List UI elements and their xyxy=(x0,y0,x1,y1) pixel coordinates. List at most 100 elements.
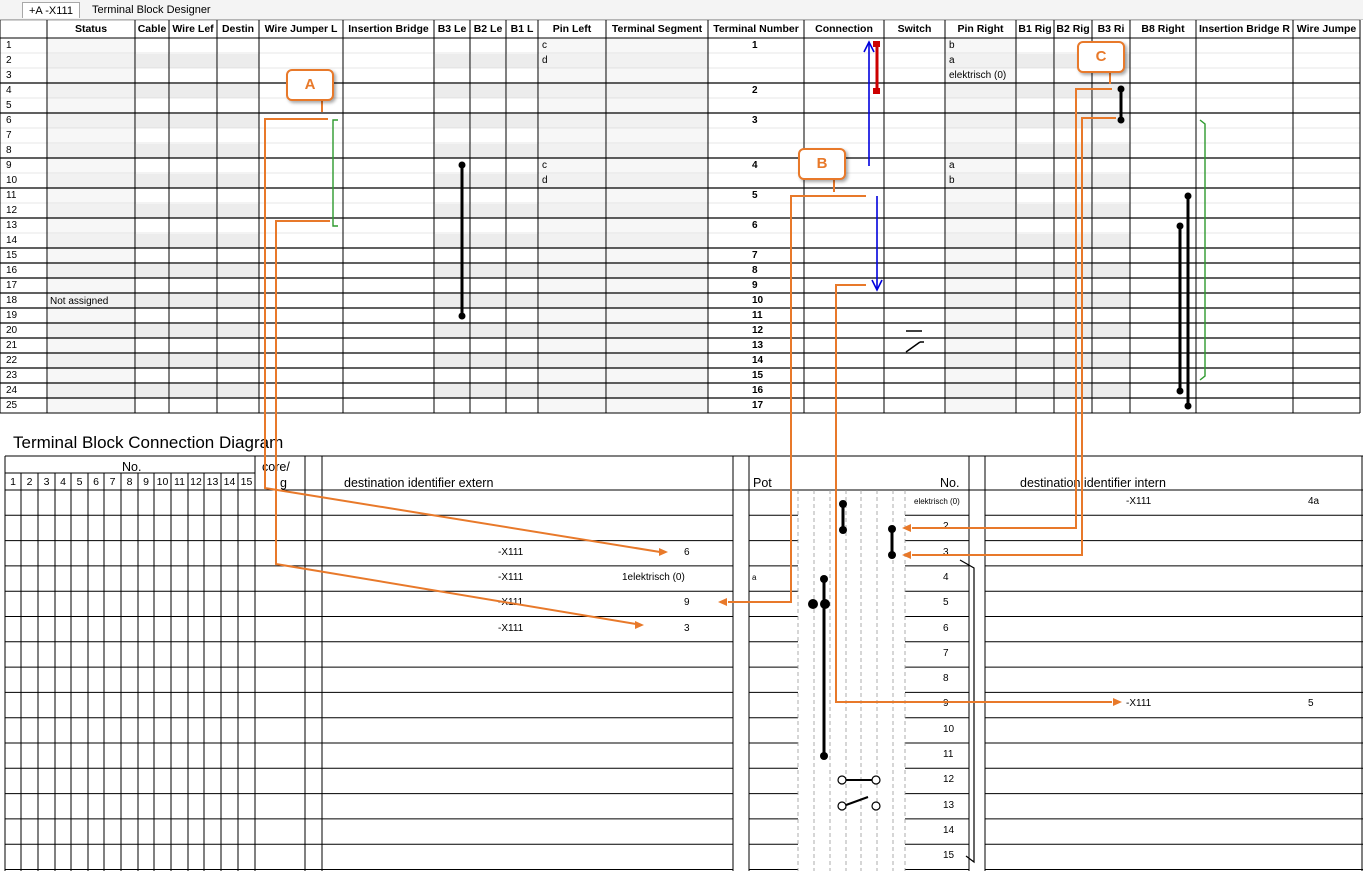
diagram-no-column: 2 xyxy=(26,476,33,488)
row-number[interactable]: 14 xyxy=(6,235,18,246)
row-number[interactable]: 20 xyxy=(6,325,18,336)
column-header[interactable]: Wire Lef xyxy=(172,23,214,35)
terminal-number-cell[interactable]: 7 xyxy=(752,250,758,261)
pin-right-cell[interactable]: a xyxy=(949,55,955,66)
column-header[interactable]: B1 L xyxy=(510,23,534,35)
grid-cell-shade xyxy=(1017,54,1054,68)
column-header[interactable]: Terminal Number xyxy=(713,23,799,35)
pin-left-cell[interactable]: d xyxy=(542,55,548,66)
diagram-terminal-number: elektrisch (0) xyxy=(914,497,960,506)
diagram-no-column: 8 xyxy=(126,476,133,488)
row-number[interactable]: 22 xyxy=(6,355,18,366)
column-header[interactable]: Insertion Bridge xyxy=(348,23,429,35)
row-number[interactable]: 4 xyxy=(6,85,12,96)
terminal-number-cell[interactable]: 10 xyxy=(752,295,764,306)
grid-cell-shade xyxy=(1017,294,1054,308)
column-header[interactable]: Pin Left xyxy=(552,23,592,35)
grid-cell-shade xyxy=(435,84,470,98)
row-number[interactable]: 5 xyxy=(6,100,12,111)
row-number[interactable]: 21 xyxy=(6,340,18,351)
row-number[interactable]: 23 xyxy=(6,370,18,381)
terminal-number-cell[interactable]: 9 xyxy=(752,280,758,291)
terminal-number-cell[interactable]: 16 xyxy=(752,385,764,396)
row-number[interactable]: 12 xyxy=(6,205,18,216)
status-cell[interactable]: Not assigned xyxy=(50,296,109,307)
pin-right-cell[interactable]: elektrisch (0) xyxy=(949,70,1007,81)
grid-cell-shade xyxy=(136,174,169,188)
wire-jumper-end xyxy=(873,41,880,47)
grid-cell-shade xyxy=(170,324,217,338)
tab-terminal-strip[interactable]: +A -X111 xyxy=(22,2,80,18)
terminal-number-cell[interactable]: 13 xyxy=(752,340,764,351)
column-header[interactable]: Cable xyxy=(137,23,167,35)
pin-left-cell[interactable]: c xyxy=(542,40,547,51)
b8-right-bridge-dot xyxy=(1176,222,1184,230)
column-header[interactable]: Wire Jumpe xyxy=(1296,23,1357,35)
terminal-number-cell[interactable]: 12 xyxy=(752,325,764,336)
row-number[interactable]: 1 xyxy=(6,40,12,51)
column-header[interactable]: Terminal Segment xyxy=(611,23,703,35)
row-number[interactable]: 7 xyxy=(6,130,12,141)
row-number[interactable]: 8 xyxy=(6,145,12,156)
pin-left-cell[interactable]: d xyxy=(542,175,548,186)
insertion-bridge-right xyxy=(1199,119,1206,381)
row-number[interactable]: 15 xyxy=(6,250,18,261)
diagram-extern-id: -X111 xyxy=(498,571,524,583)
terminal-number-cell[interactable]: 3 xyxy=(752,115,758,126)
column-header[interactable]: Pin Right xyxy=(957,23,1004,35)
grid-cell-shade xyxy=(1017,174,1054,188)
grid-cell-shade xyxy=(471,294,506,308)
column-header[interactable]: B3 Ri xyxy=(1097,23,1125,35)
column-header[interactable]: Switch xyxy=(897,23,932,35)
row-number[interactable]: 17 xyxy=(6,280,18,291)
column-header[interactable]: B8 Right xyxy=(1141,23,1185,35)
column-header[interactable]: Destin xyxy=(221,23,255,35)
column-header[interactable]: B1 Rig xyxy=(1018,23,1052,35)
terminal-number-cell[interactable]: 1 xyxy=(752,40,758,51)
terminal-number-cell[interactable]: 8 xyxy=(752,265,758,276)
diagram-core-label-2: g xyxy=(280,476,287,490)
pin-right-cell[interactable]: b xyxy=(949,175,955,186)
grid-cell-shade xyxy=(1093,234,1130,248)
grid-cell-shade xyxy=(170,114,217,128)
row-number[interactable]: 18 xyxy=(6,295,18,306)
row-number[interactable]: 16 xyxy=(6,265,18,276)
row-number[interactable]: 2 xyxy=(6,55,12,66)
pin-right-cell[interactable]: a xyxy=(949,160,955,171)
row-number[interactable]: 25 xyxy=(6,400,18,411)
terminal-number-cell[interactable]: 2 xyxy=(752,85,758,96)
grid-column-shade xyxy=(539,38,606,413)
column-header[interactable]: Status xyxy=(74,23,108,35)
row-number[interactable]: 11 xyxy=(6,190,17,201)
column-header[interactable]: Insertion Bridge R xyxy=(1198,23,1290,35)
pin-left-cell[interactable]: c xyxy=(542,160,547,171)
diagram-terminal-number: 2 xyxy=(943,521,949,533)
pin-right-cell[interactable]: b xyxy=(949,40,955,51)
bridge-dot xyxy=(808,599,818,609)
tab-terminal-block-designer[interactable]: Terminal Block Designer xyxy=(92,4,211,16)
diagram-no-column: 12 xyxy=(190,476,202,488)
row-number[interactable]: 6 xyxy=(6,115,12,126)
terminal-number-cell[interactable]: 15 xyxy=(752,370,764,381)
grid-cell-shade xyxy=(218,84,259,98)
column-header[interactable]: B2 Rig xyxy=(1056,23,1090,35)
column-header[interactable]: Wire Jumper L xyxy=(264,23,338,35)
column-header[interactable]: B3 Le xyxy=(437,23,467,35)
column-header[interactable]: Connection xyxy=(815,23,873,35)
terminal-number-cell[interactable]: 17 xyxy=(752,400,764,411)
terminal-number-cell[interactable]: 11 xyxy=(752,310,763,321)
insertion-bridge-left xyxy=(332,119,338,227)
row-number[interactable]: 19 xyxy=(6,310,18,321)
row-number[interactable]: 24 xyxy=(6,385,18,396)
terminal-number-cell[interactable]: 5 xyxy=(752,190,758,201)
terminal-number-cell[interactable]: 6 xyxy=(752,220,758,231)
diagram-terminal-number: 12 xyxy=(943,774,955,786)
terminal-grid-lines xyxy=(0,19,1361,414)
row-number[interactable]: 9 xyxy=(6,160,12,171)
terminal-number-cell[interactable]: 14 xyxy=(752,355,764,366)
row-number[interactable]: 13 xyxy=(6,220,18,231)
terminal-number-cell[interactable]: 4 xyxy=(752,160,758,171)
row-number[interactable]: 10 xyxy=(6,175,18,186)
row-number[interactable]: 3 xyxy=(6,70,12,81)
column-header[interactable]: B2 Le xyxy=(473,23,503,35)
